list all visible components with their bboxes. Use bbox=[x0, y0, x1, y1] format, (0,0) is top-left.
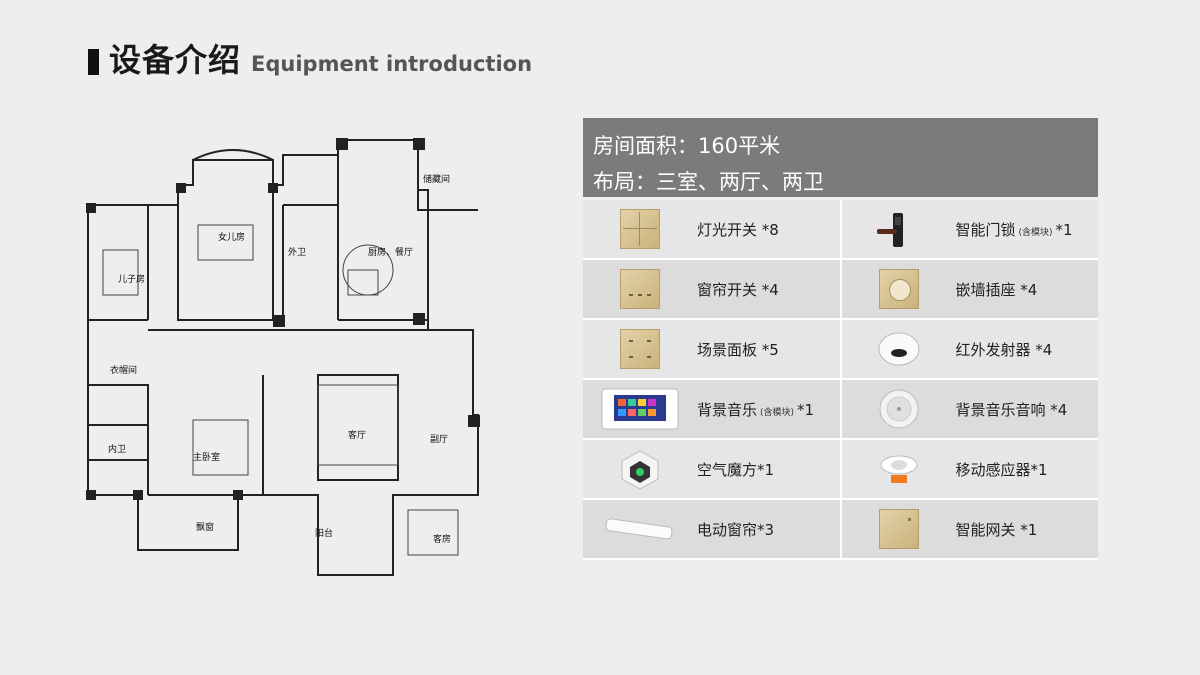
ir-emitter-icon bbox=[854, 324, 944, 374]
device-row: 窗帘开关 *4 嵌墙插座 *4 bbox=[583, 260, 1098, 320]
music-panel-icon bbox=[595, 384, 685, 434]
scene-panel-icon bbox=[595, 324, 685, 374]
device-row: 灯光开关 *8 智能门锁(含模块)*1 bbox=[583, 200, 1098, 260]
device-cell: 场景面板 *5 bbox=[583, 320, 842, 378]
device-cell: 背景音乐音响 *4 bbox=[841, 380, 1098, 438]
title-marker bbox=[88, 49, 99, 75]
device-cell: 背景音乐(含模块)*1 bbox=[583, 380, 842, 438]
room-son: 儿子房 bbox=[118, 273, 145, 285]
ceiling-speaker-icon bbox=[854, 384, 944, 434]
layout-text: 布局：三室、两厅、两卫 bbox=[593, 170, 824, 194]
device-row: 场景面板 *5 红外发射器 *4 bbox=[583, 320, 1098, 380]
device-label: 智能网关 *1 bbox=[955, 520, 1038, 539]
area-text: 房间面积：160平米 bbox=[593, 134, 781, 158]
device-label: 嵌墙插座 *4 bbox=[955, 280, 1038, 299]
title-english: Equipment introduction bbox=[251, 52, 533, 76]
smart-lock-icon bbox=[854, 204, 944, 254]
device-label: 窗帘开关 *4 bbox=[697, 280, 779, 299]
room-kitchen-dining: 厨房、餐厅 bbox=[368, 246, 413, 258]
gateway-icon bbox=[854, 504, 944, 554]
device-cell: 空气魔方*1 bbox=[583, 440, 842, 498]
device-cell: 智能门锁(含模块)*1 bbox=[841, 200, 1098, 258]
device-cell: 移动感应器*1 bbox=[841, 440, 1098, 498]
device-label: 灯光开关 *8 bbox=[697, 220, 779, 239]
wall-socket-icon bbox=[854, 264, 944, 314]
device-label: 空气魔方*1 bbox=[697, 460, 775, 479]
device-label: 智能门锁(含模块)*1 bbox=[955, 220, 1073, 239]
room-balcony: 阳台 bbox=[315, 527, 333, 539]
device-label: 背景音乐音响 *4 bbox=[955, 400, 1068, 419]
floor-plan: 儿子房 女儿房 外卫 厨房、餐厅 储藏间 衣帽间 内卫 主卧室 客厅 副厅 飘窗… bbox=[78, 130, 498, 600]
device-row: 空气魔方*1 移动感应器*1 bbox=[583, 440, 1098, 500]
room-inner-bath: 内卫 bbox=[108, 443, 126, 455]
info-panel: 房间面积：160平米 布局：三室、两厅、两卫 bbox=[583, 118, 1098, 197]
device-cell: 红外发射器 *4 bbox=[841, 320, 1098, 378]
light-switch-icon bbox=[595, 204, 685, 254]
device-label: 移动感应器*1 bbox=[955, 460, 1048, 479]
device-label: 红外发射器 *4 bbox=[955, 340, 1053, 359]
room-storage: 储藏间 bbox=[423, 173, 450, 185]
room-master-bedroom: 主卧室 bbox=[193, 451, 220, 463]
device-cell: 窗帘开关 *4 bbox=[583, 260, 842, 318]
air-cube-icon bbox=[595, 444, 685, 494]
device-label: 场景面板 *5 bbox=[697, 340, 779, 359]
room-outer-bath: 外卫 bbox=[288, 246, 306, 258]
page-title: 设备介绍 Equipment introduction bbox=[88, 35, 532, 81]
curtain-switch-icon bbox=[595, 264, 685, 314]
device-row: 电动窗帘*3 智能网关 *1 bbox=[583, 500, 1098, 560]
device-table: 灯光开关 *8 智能门锁(含模块)*1 窗帘开关 *4 嵌墙插座 *4 bbox=[583, 200, 1098, 560]
room-bay-window: 飘窗 bbox=[196, 521, 214, 533]
device-cell: 灯光开关 *8 bbox=[583, 200, 842, 258]
room-guest: 客房 bbox=[433, 533, 451, 545]
room-living: 客厅 bbox=[348, 429, 366, 441]
motion-sensor-icon bbox=[854, 444, 944, 494]
device-cell: 电动窗帘*3 bbox=[583, 500, 842, 558]
device-cell: 智能网关 *1 bbox=[841, 500, 1098, 558]
curtain-motor-icon bbox=[595, 504, 685, 554]
title-chinese: 设备介绍 bbox=[109, 41, 242, 79]
room-cloakroom: 衣帽间 bbox=[110, 364, 137, 376]
device-cell: 嵌墙插座 *4 bbox=[841, 260, 1098, 318]
room-sub-hall: 副厅 bbox=[430, 434, 448, 445]
room-daughter: 女儿房 bbox=[218, 231, 245, 243]
device-label: 电动窗帘*3 bbox=[697, 520, 775, 539]
device-label: 背景音乐(含模块)*1 bbox=[697, 400, 815, 419]
device-row: 背景音乐(含模块)*1 背景音乐音响 *4 bbox=[583, 380, 1098, 440]
